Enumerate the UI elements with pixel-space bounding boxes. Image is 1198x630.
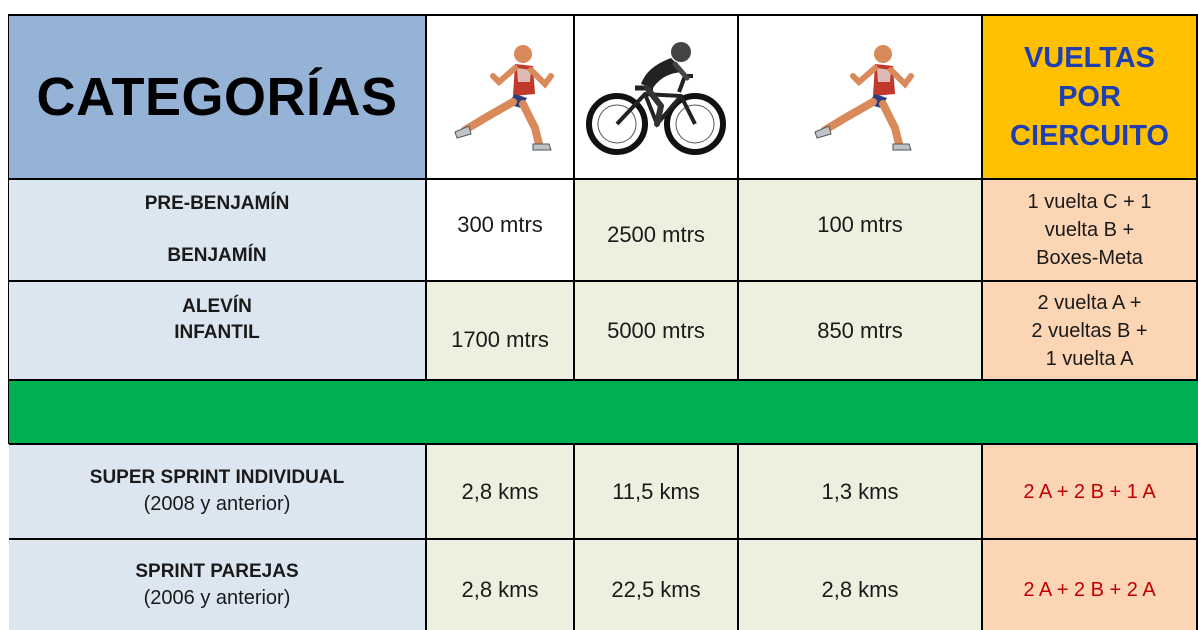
table-row-2-bike: 5000 mtrs	[575, 282, 739, 381]
header-laps: VUELTAS POR CIERCUITO	[983, 16, 1198, 180]
run2-distance: 850 mtrs	[817, 317, 903, 343]
table-row-3-run2: 1,3 kms	[739, 445, 983, 540]
run1-distance: 300 mtrs	[457, 212, 543, 237]
run2-distance: 100 mtrs	[817, 212, 903, 237]
table-row-2-category: ALEVÍN INFANTIL	[9, 282, 427, 381]
bike-distance: 2500 mtrs	[607, 222, 705, 247]
laps-line: 2 vueltas B +	[1031, 319, 1148, 342]
category-name: SPRINT PAREJAS	[135, 560, 299, 582]
table-row-4-bike: 22,5 kms	[575, 540, 739, 630]
bike-distance: 22,5 kms	[611, 577, 701, 602]
separator-bar	[9, 381, 1198, 445]
category-name: SUPER SPRINT INDIVIDUAL	[89, 467, 345, 488]
table-row-1-run1: 300 mtrs	[427, 180, 575, 282]
laps-line: 1 vuelta C + 1	[1027, 191, 1152, 213]
table-row-4-run1: 2,8 kms	[427, 540, 575, 630]
header-laps-line-3: CIERCUITO	[1010, 119, 1169, 152]
table-row-2-run1: 1700 mtrs	[427, 282, 575, 381]
run1-distance: 2,8 kms	[461, 577, 539, 602]
table-row-1-category: PRE-BENJAMÍN BENJAMÍN	[9, 180, 427, 282]
runner-icon	[454, 45, 554, 151]
bike-distance: 11,5 kms	[612, 478, 700, 504]
table-row-1-laps: 1 vuelta C + 1 vuelta B + Boxes-Meta	[983, 180, 1198, 282]
header-laps-line-2: POR	[1058, 80, 1121, 113]
table-row-1-run2: 100 mtrs	[739, 180, 983, 282]
category-name: ALEVÍN	[182, 295, 252, 317]
run1-distance: 2,8 kms	[461, 478, 539, 504]
bike-distance: 5000 mtrs	[607, 317, 705, 343]
table-row-2-run2: 850 mtrs	[739, 282, 983, 381]
category-name: BENJAMÍN	[167, 245, 267, 266]
category-name: PRE-BENJAMÍN	[144, 193, 290, 214]
run2-distance: 2,8 kms	[821, 577, 899, 602]
run1-distance: 1700 mtrs	[451, 326, 549, 352]
table-row-3-category: SUPER SPRINT INDIVIDUAL (2008 y anterior…	[9, 445, 427, 540]
category-name: INFANTIL	[174, 321, 260, 343]
cyclist-icon	[586, 42, 726, 155]
table-top-border	[9, 14, 1198, 16]
table-row-2-laps: 2 vuelta A + 2 vueltas B + 1 vuelta A	[983, 282, 1198, 381]
table-row-4-category: SPRINT PAREJAS (2006 y anterior)	[9, 540, 427, 630]
header-run-2	[739, 16, 983, 180]
laps-line: Boxes-Meta	[1036, 247, 1143, 269]
table-row-1-bike: 2500 mtrs	[575, 180, 739, 282]
run2-distance: 1,3 kms	[821, 478, 899, 504]
table-row-3-laps: 2 A + 2 B + 1 A	[983, 445, 1198, 540]
table-row-4-run2: 2,8 kms	[739, 540, 983, 630]
category-years: (2008 y anterior)	[143, 493, 291, 515]
table-row-4-laps: 2 A + 2 B + 2 A	[983, 540, 1198, 630]
laps-line: 2 vuelta A +	[1037, 291, 1142, 314]
laps-line: 2 A + 2 B + 2 A	[1023, 579, 1156, 601]
header-run-1	[427, 16, 575, 180]
laps-line: vuelta B +	[1044, 219, 1135, 241]
laps-line: 1 vuelta A	[1045, 347, 1134, 370]
header-laps-line-1: VUELTAS	[1023, 41, 1156, 74]
header-categories: CATEGORÍAS	[9, 16, 427, 180]
table-row-3-bike: 11,5 kms	[575, 445, 739, 540]
laps-line: 2 A + 2 B + 1 A	[1023, 480, 1156, 503]
category-years: (2006 y anterior)	[143, 586, 291, 609]
header-bike	[575, 16, 739, 180]
table-row-3-run1: 2,8 kms	[427, 445, 575, 540]
runner-icon	[814, 45, 914, 151]
header-categories-label: CATEGORÍAS	[36, 67, 398, 127]
